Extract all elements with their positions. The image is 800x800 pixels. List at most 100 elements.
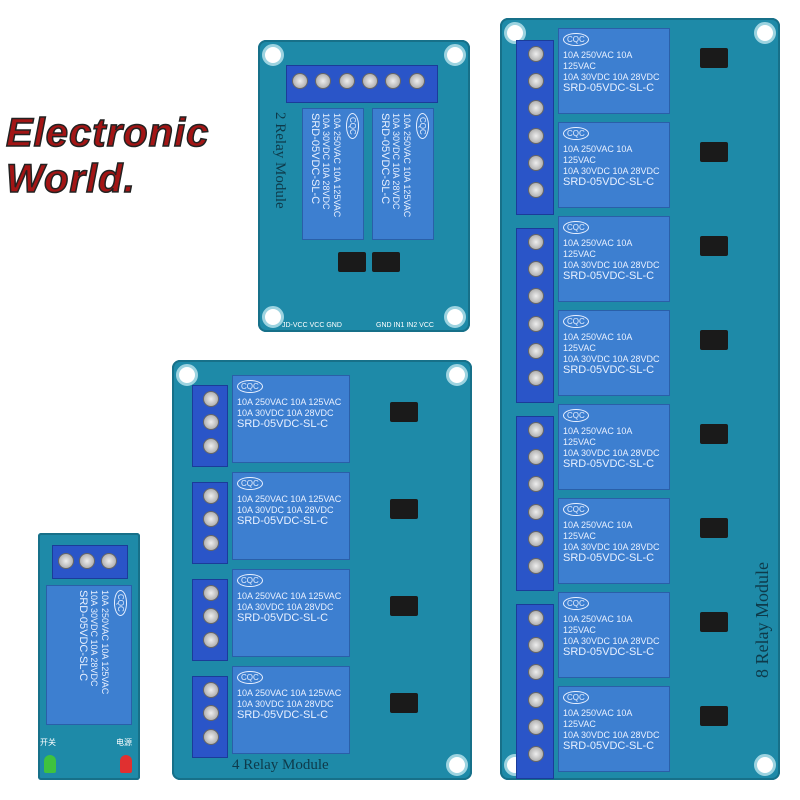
screw [203, 391, 219, 407]
screw [408, 73, 425, 89]
relay-brand: CQC [237, 380, 263, 393]
relay-brand: CQC [237, 477, 263, 490]
relay-rating-dc: 10A 30VDC 10A 28VDC [321, 113, 331, 210]
mount-hole [262, 306, 284, 328]
screw [203, 608, 219, 625]
optocoupler [390, 596, 418, 616]
relay-rating-ac: 10A 250VAC 10A 125VAC [237, 591, 342, 601]
screw [528, 127, 544, 144]
relay-model: SRD-05VDC-SL-C [563, 364, 655, 376]
screw [292, 73, 308, 89]
relay-model: SRD-05VDC-SL-C [309, 113, 321, 205]
relay-rating-ac: 10A 250VAC 10A 125VAC [237, 397, 342, 407]
relay-rating-dc: 10A 30VDC 10A 28VDC [563, 166, 660, 176]
relay-model: SRD-05VDC-SL-C [563, 82, 655, 94]
screw [362, 73, 378, 89]
relay-model: SRD-05VDC-SL-C [237, 709, 329, 721]
relay-brand: CQC [563, 409, 589, 422]
relay-model: SRD-05VDC-SL-C [237, 612, 329, 624]
screw [528, 46, 544, 62]
screw [58, 553, 74, 569]
red-led [120, 755, 132, 773]
relay-rating-dc: 10A 30VDC 10A 28VDC [563, 448, 660, 458]
optocoupler [390, 402, 418, 422]
screw [100, 553, 117, 569]
relay-brand: CQC [563, 221, 589, 234]
mount-hole [176, 364, 198, 386]
relay-brand: CQC [416, 113, 429, 139]
screw [528, 422, 544, 438]
relay-model: SRD-05VDC-SL-C [563, 552, 655, 564]
relay-rating-ac: 10A 250VAC 10A 125VAC [563, 50, 632, 71]
mount-hole [262, 44, 284, 66]
relay-rating-dc: 10A 30VDC 10A 28VDC [237, 408, 334, 418]
relay-rating-ac: 10A 250VAC 10A 125VAC [402, 113, 412, 218]
relay-rating-ac: 10A 250VAC 10A 125VAC [563, 332, 632, 353]
screw [528, 637, 544, 654]
jumper-label: JD-VCC VCC GND [282, 322, 342, 329]
relay-rating-ac: 10A 250VAC 10A 125VAC [237, 494, 342, 504]
relay-rating-dc: 10A 30VDC 10A 28VDC [237, 699, 334, 709]
screw [528, 691, 544, 708]
optocoupler [700, 330, 728, 350]
board-label: 2 Relay Module [272, 112, 288, 209]
relay-rating-ac: 10A 250VAC 10A 125VAC [563, 708, 632, 729]
screw [315, 73, 332, 89]
screw [203, 437, 219, 454]
mount-hole [446, 754, 468, 776]
relay-rating-dc: 10A 30VDC 10A 28VDC [563, 730, 660, 740]
screw [528, 503, 544, 520]
relay-rating-dc: 10A 30VDC 10A 28VDC [89, 590, 99, 687]
screw [528, 476, 544, 493]
mount-hole [444, 306, 466, 328]
screw [338, 73, 355, 89]
relay-model: SRD-05VDC-SL-C [237, 418, 329, 430]
mount-hole [446, 364, 468, 386]
relay-rating-ac: 10A 250VAC 10A 125VAC [563, 144, 632, 165]
relay-rating-dc: 10A 30VDC 10A 28VDC [563, 542, 660, 552]
screw [528, 234, 544, 250]
relay-model: SRD-05VDC-SL-C [379, 113, 391, 205]
relay-brand: CQC [563, 315, 589, 328]
watermark: Electronic World. [5, 110, 210, 202]
two-relay-board: 2 Relay Module GND IN1 IN2 VCC JD-VCC VC… [258, 40, 470, 332]
screw [528, 664, 544, 681]
relay-model: SRD-05VDC-SL-C [77, 590, 89, 682]
screw [528, 315, 544, 332]
screw [203, 728, 219, 745]
optocoupler [338, 252, 366, 272]
board-label: 8 Relay Module [752, 562, 772, 678]
green-led [44, 755, 56, 773]
relay-rating-dc: 10A 30VDC 10A 28VDC [563, 636, 660, 646]
relay-model: SRD-05VDC-SL-C [563, 176, 655, 188]
relay-brand: CQC [237, 574, 263, 587]
screw [203, 682, 219, 698]
relay-model: SRD-05VDC-SL-C [237, 515, 329, 527]
screw [528, 181, 544, 198]
optocoupler [390, 499, 418, 519]
screw [528, 288, 544, 305]
optocoupler [700, 706, 728, 726]
screw [528, 73, 544, 90]
relay-brand: CQC [346, 113, 359, 139]
relay-rating-ac: 10A 250VAC 10A 125VAC [563, 426, 632, 447]
relay-brand: CQC [563, 691, 589, 704]
relay-brand: CQC [237, 671, 263, 684]
relay-model: SRD-05VDC-SL-C [563, 458, 655, 470]
relay-rating-ac: 10A 250VAC 10A 125VAC [237, 688, 342, 698]
screw [203, 534, 219, 551]
